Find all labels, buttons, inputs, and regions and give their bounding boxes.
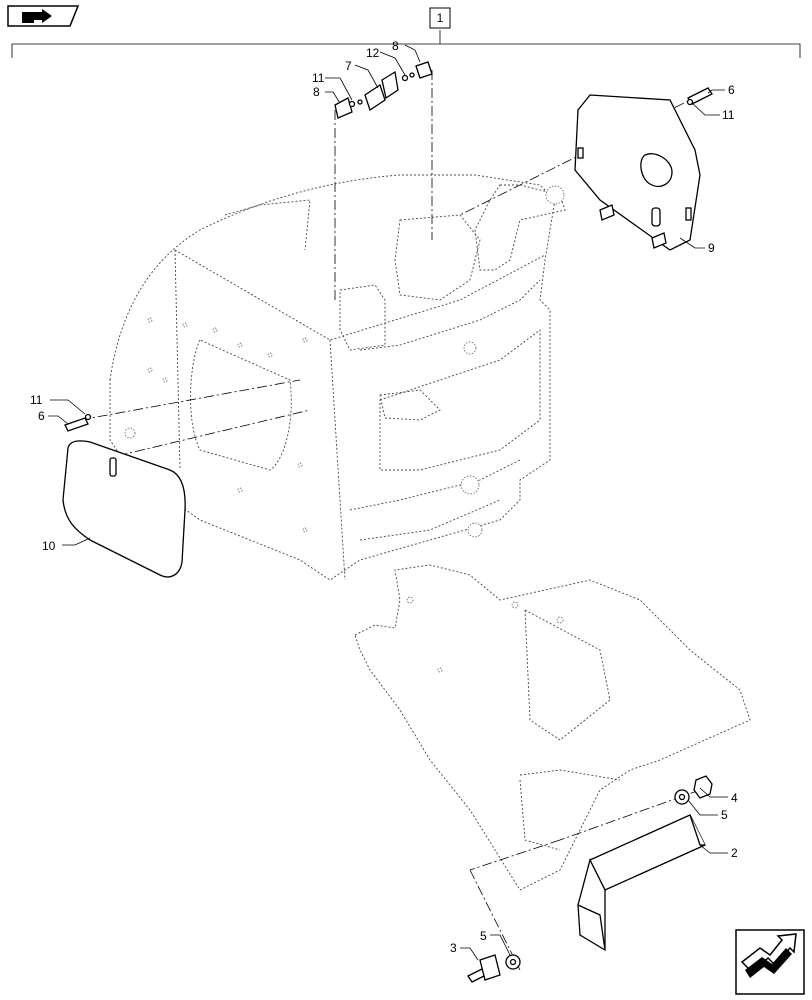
upper-brackets <box>334 61 433 119</box>
callout-11: 11 <box>30 393 43 407</box>
callout-11: 11 <box>722 108 735 122</box>
open-book-arrow-icon[interactable] <box>7 5 80 27</box>
callout-6: 6 <box>38 409 45 423</box>
callout-8: 8 <box>392 39 399 53</box>
callout-2: 2 <box>731 846 738 860</box>
fasteners <box>64 87 713 983</box>
callout-10: 10 <box>42 539 56 553</box>
next-page-arrow-icon[interactable] <box>735 929 805 995</box>
callout-11: 11 <box>312 71 325 85</box>
leader-lines <box>48 44 728 961</box>
callout-12: 12 <box>366 46 380 60</box>
callout-labels: 1 2 3 4 5 5 6 6 7 8 8 9 10 11 11 11 12 <box>30 11 738 955</box>
callout-8: 8 <box>313 85 320 99</box>
callout-5: 5 <box>480 929 487 943</box>
callout-6: 6 <box>728 83 735 97</box>
callout-3: 3 <box>450 941 457 955</box>
assembly-bracket <box>11 7 801 58</box>
callout-5: 5 <box>721 808 728 822</box>
callout-4: 4 <box>731 791 738 805</box>
cover-plate-right <box>574 94 701 251</box>
lower-skirt-panel <box>354 564 751 891</box>
cover-plate-left <box>62 440 186 578</box>
callout-7: 7 <box>345 59 352 73</box>
callout-9: 9 <box>708 241 715 255</box>
loader-frame <box>109 174 566 581</box>
callout-1: 1 <box>437 11 444 25</box>
guard-bracket <box>577 814 706 952</box>
